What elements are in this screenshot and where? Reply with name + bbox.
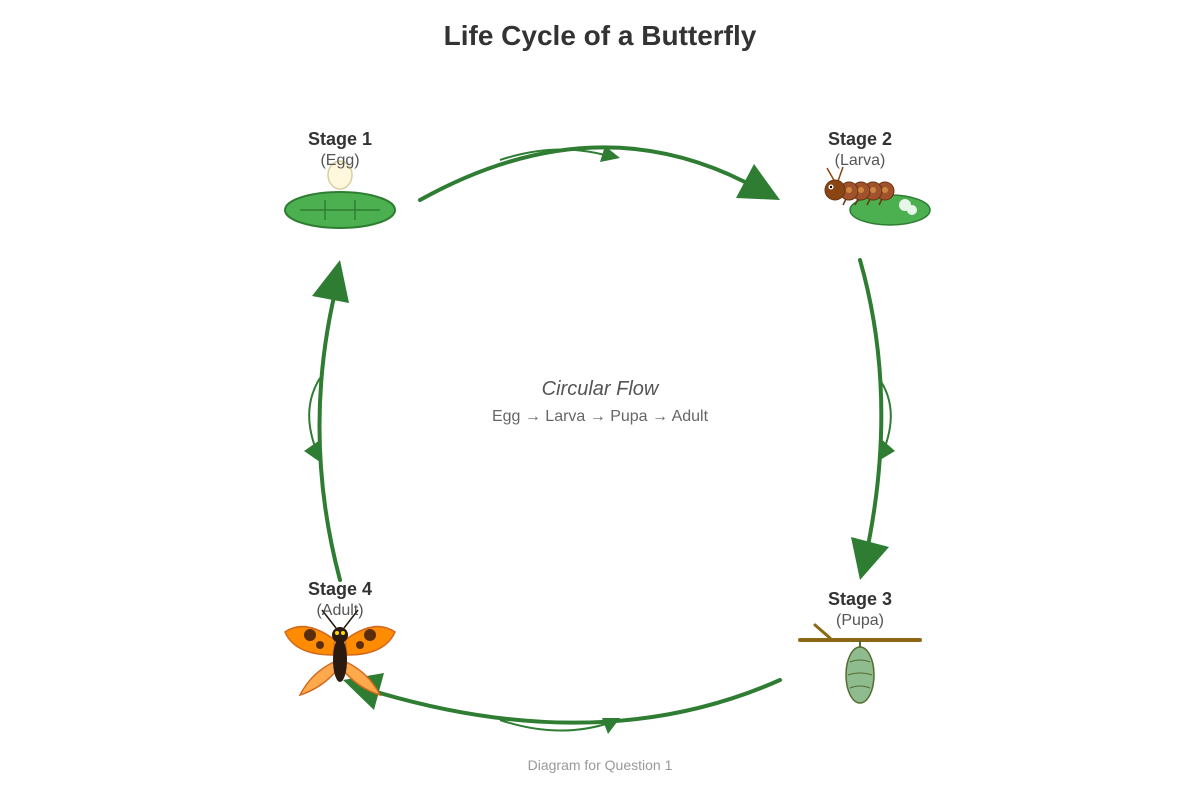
arrow-larva-to-pupa — [858, 258, 884, 562]
stage-larva: Stage 2 (Larva) — [824, 129, 931, 226]
caterpillar-icon — [824, 166, 931, 226]
stage-2-name: (Larva) — [835, 152, 886, 169]
stage-2-heading: Stage 2 — [828, 129, 892, 149]
cycle-arrows — [317, 145, 884, 725]
butterfly-icon — [284, 609, 396, 697]
flow-indicator-heads — [304, 146, 895, 734]
flow-head-top — [600, 146, 620, 162]
stage-egg: Stage 1 (Egg) — [284, 129, 396, 229]
stage-pupa: Stage 3 (Pupa) — [798, 589, 922, 704]
chrysalis-icon — [798, 623, 922, 704]
arrow-pupa-to-adult — [368, 678, 782, 725]
flow-head-bottom — [602, 718, 620, 734]
stage-adult: Stage 4 (Adult) — [284, 579, 396, 697]
stage-3-heading: Stage 3 — [828, 589, 892, 609]
flow-indicator-bottom — [499, 719, 613, 732]
stage-3-name: (Pupa) — [836, 612, 884, 629]
diagram-title: Life Cycle of a Butterfly — [444, 20, 757, 51]
flow-head-left — [304, 440, 320, 462]
flow-head-right — [880, 438, 895, 460]
center-flow-text: Egg → Larva → Pupa → Adult — [492, 408, 709, 425]
arrowhead-pupa — [851, 537, 889, 580]
stage-4-name: (Adult) — [316, 602, 363, 619]
cycle-arrowheads — [312, 164, 889, 710]
egg-on-leaf-icon — [284, 160, 396, 229]
stage-4-heading: Stage 4 — [308, 579, 372, 599]
arrow-egg-to-larva — [418, 145, 762, 202]
arrow-adult-to-egg — [317, 278, 342, 582]
center-title: Circular Flow — [542, 378, 660, 400]
stage-1-heading: Stage 1 — [308, 129, 372, 149]
stage-1-name: (Egg) — [320, 152, 359, 169]
arrowhead-adult — [343, 673, 384, 710]
flow-indicators — [308, 148, 892, 732]
arrowhead-larva — [736, 164, 780, 200]
arrowhead-egg — [312, 260, 349, 303]
diagram-caption: Diagram for Question 1 — [528, 757, 673, 773]
